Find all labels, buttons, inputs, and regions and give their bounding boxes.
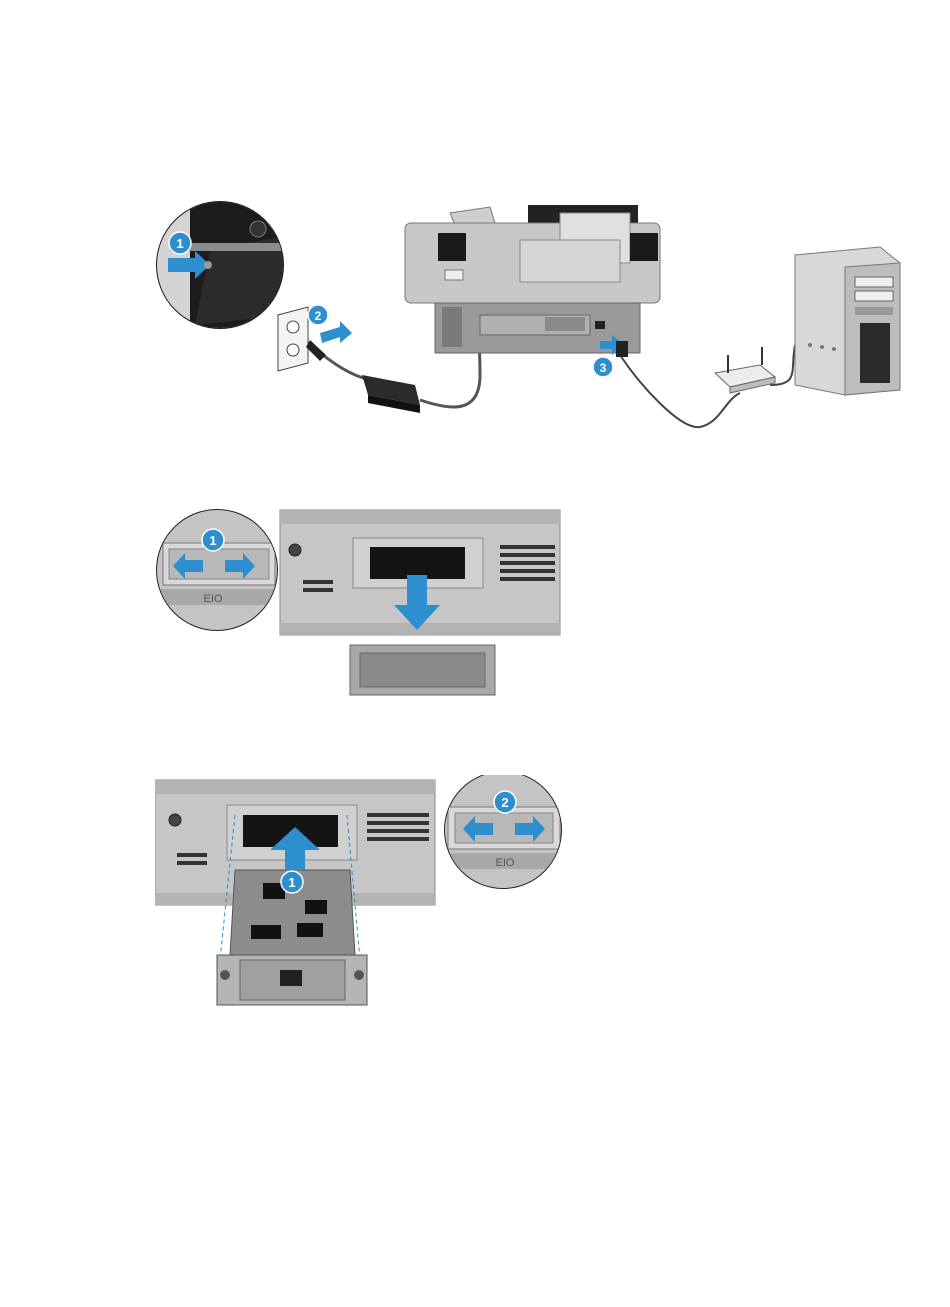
step-1-badge: 1	[281, 871, 303, 893]
figure-connect-cables: 1 2 3	[150, 195, 910, 440]
wall-outlet-icon	[278, 307, 308, 371]
step-1-label: 1	[209, 533, 216, 548]
eio-label: EIO	[496, 857, 515, 869]
step-2-badge: 2	[494, 791, 516, 813]
cover-plate-icon	[350, 645, 495, 695]
step-1-badge: 1	[169, 232, 191, 254]
figure-remove-cover-plate: EIO 1	[155, 505, 570, 705]
eio-label: EIO	[204, 593, 223, 605]
step-1-label: 1	[288, 875, 295, 890]
router-icon	[715, 347, 775, 393]
step-2-label: 2	[501, 795, 508, 810]
scanner-device-icon	[405, 205, 660, 353]
step-2-label: 2	[315, 309, 322, 323]
network-plug-icon	[616, 341, 628, 357]
plug-arrow-icon	[320, 321, 352, 343]
step-3-badge: 3	[593, 357, 613, 377]
power-adapter-icon	[306, 340, 420, 413]
step-1-label: 1	[176, 236, 183, 251]
eio-cover-zoom: EIO	[155, 505, 285, 635]
step-1-badge: 1	[202, 529, 224, 551]
step-3-label: 3	[600, 361, 607, 375]
network-cable	[620, 345, 795, 427]
figure-install-eio-card: 1 EIO 2	[155, 775, 565, 1010]
step-2-badge: 2	[308, 305, 328, 325]
computer-tower-icon	[795, 247, 900, 395]
